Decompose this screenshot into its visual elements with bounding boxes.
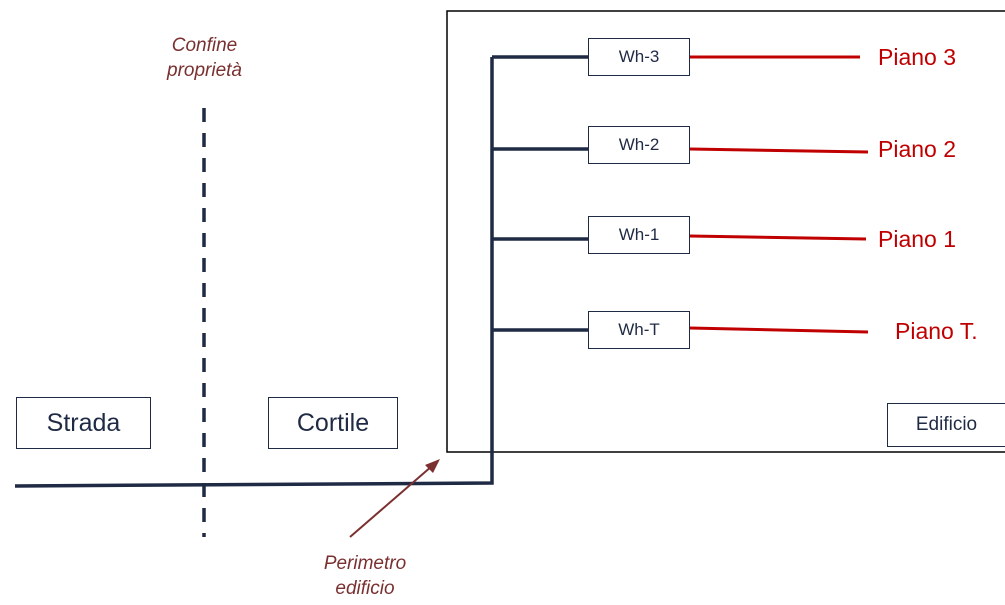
- meter-wh2: Wh-2: [588, 126, 690, 164]
- courtyard-box: Cortile: [268, 397, 398, 449]
- property-boundary-label: Confine proprietà: [167, 35, 242, 81]
- floor-line-2: [689, 147, 869, 154]
- floor-line-t: [689, 326, 869, 334]
- floor-label-1: Piano 1: [878, 226, 957, 252]
- perimeter-arrow-head: [425, 459, 440, 473]
- supply-line: [14, 57, 494, 488]
- street-box: Strada: [16, 397, 151, 449]
- building-frame: [446, 10, 1005, 453]
- floor-label-2: Piano 2: [878, 136, 957, 162]
- building-perimeter-label: Perimetro edificio: [323, 553, 407, 599]
- meter-wht: Wh-T: [588, 311, 690, 349]
- meter-wh3: Wh-3: [588, 38, 690, 76]
- floor-label-t: Piano T.: [895, 318, 978, 344]
- building-label: Edificio: [887, 403, 1005, 447]
- meter-wh1: Wh-1: [588, 216, 690, 254]
- floor-label-3: Piano 3: [878, 44, 957, 70]
- perimeter-arrow-shaft: [349, 465, 433, 538]
- floor-line-1: [689, 234, 867, 241]
